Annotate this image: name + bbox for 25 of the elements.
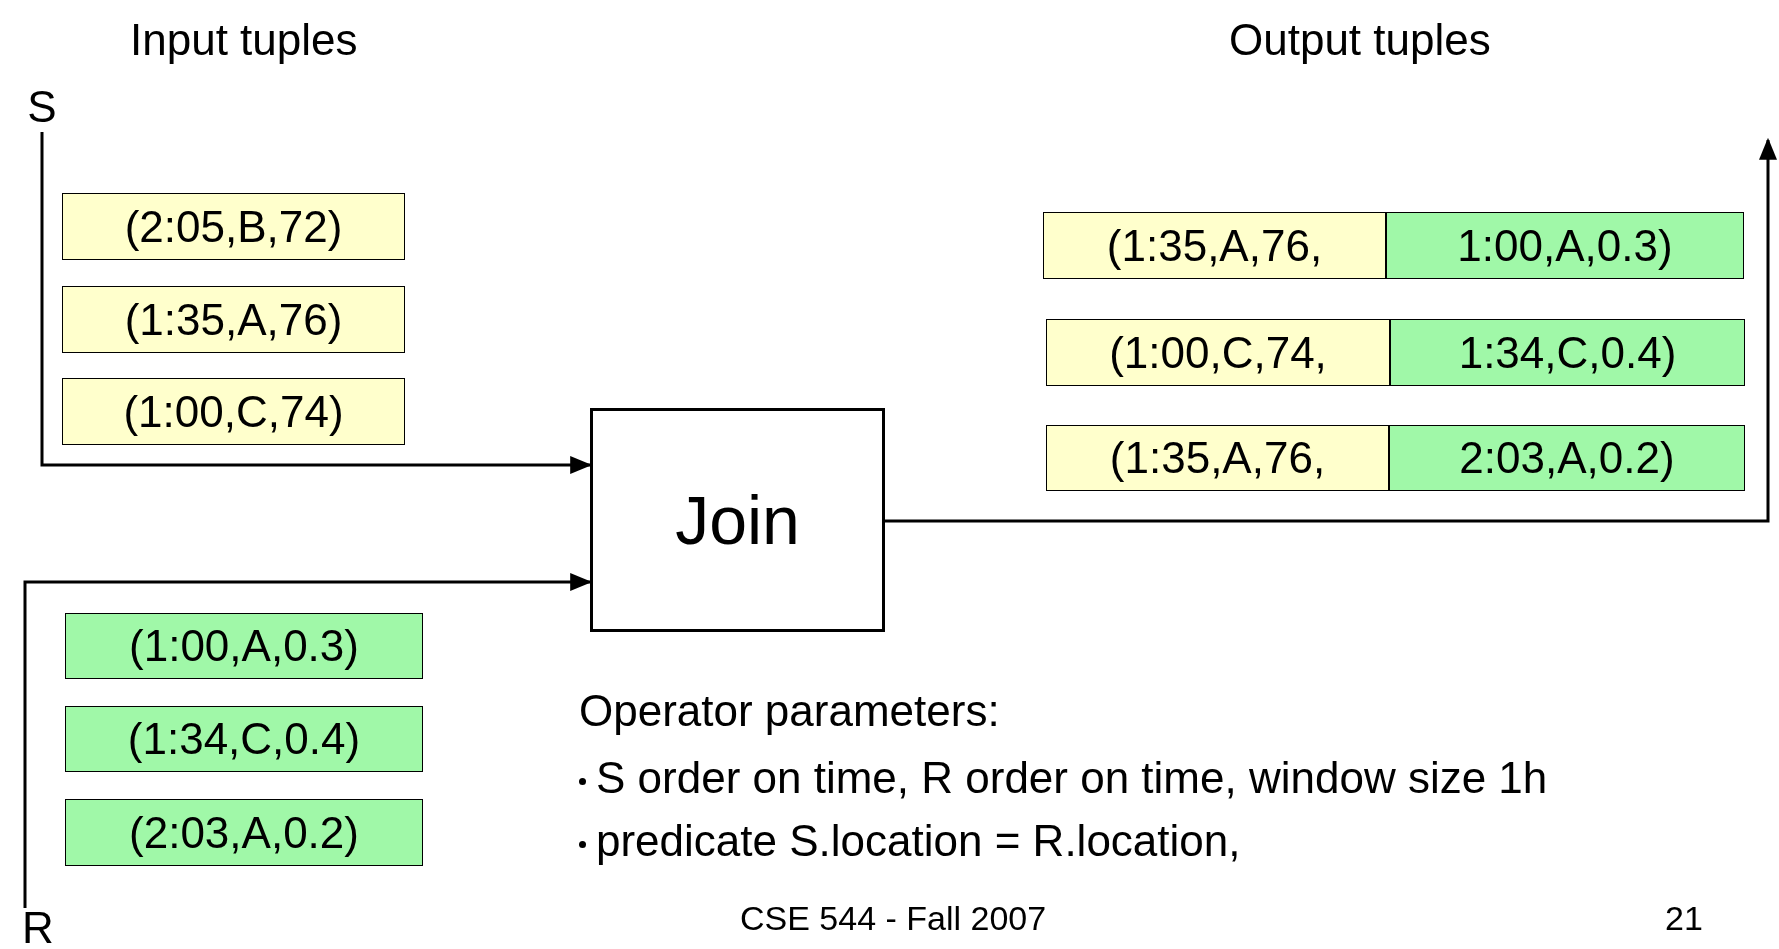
tuple-box: (1:00,A,0.3) <box>65 613 423 679</box>
tuple-box: (2:03,A,0.2) <box>65 799 423 866</box>
tuple-box: (1:00,C,74, <box>1046 319 1390 386</box>
tuple-box: (1:35,A,76) <box>62 286 405 353</box>
heading-text: Operator parameters: <box>579 685 1000 737</box>
footer-text: 21 <box>1665 898 1703 939</box>
bullet-item: predicate S.location = R.location, <box>579 813 1241 868</box>
operator-box: Join <box>590 408 885 632</box>
stream-label: R <box>18 908 58 948</box>
heading-text: Output tuples <box>1229 14 1491 66</box>
tuple-box: 1:00,A,0.3) <box>1386 212 1744 279</box>
footer-text: CSE 544 - Fall 2007 <box>740 898 1047 939</box>
tuple-box: (1:34,C,0.4) <box>65 706 423 772</box>
tuple-box: 1:34,C,0.4) <box>1390 319 1745 386</box>
heading-text: Input tuples <box>130 14 358 66</box>
tuple-box: (1:35,A,76, <box>1043 212 1386 279</box>
arrow <box>885 138 1777 523</box>
tuple-box: (1:35,A,76, <box>1046 425 1389 491</box>
tuple-box: (1:00,C,74) <box>62 378 405 445</box>
arrow <box>40 132 592 474</box>
arrow <box>23 573 592 908</box>
stream-label: S <box>22 82 62 132</box>
bullet-item: S order on time, R order on time, window size 1h <box>579 750 1548 805</box>
tuple-box: (2:05,B,72) <box>62 193 405 260</box>
tuple-box: 2:03,A,0.2) <box>1389 425 1745 491</box>
